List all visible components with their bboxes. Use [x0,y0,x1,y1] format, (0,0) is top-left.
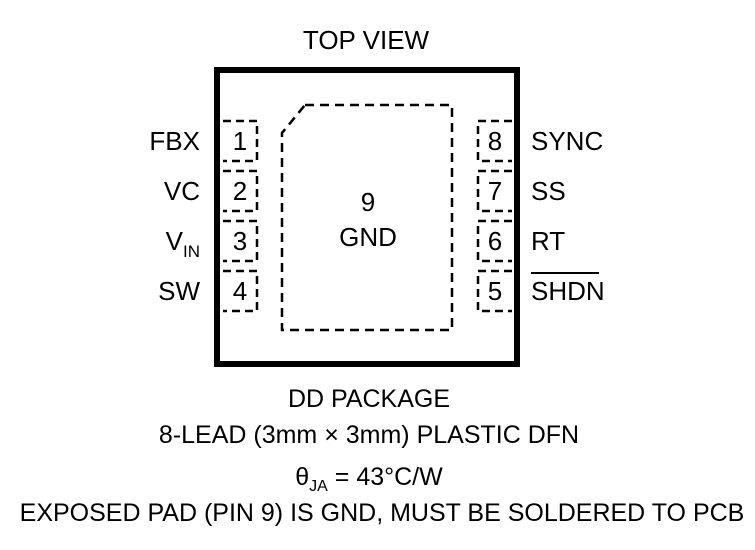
pin-4-pad [223,269,259,313]
pin-2-pad [223,169,259,213]
pin-5-pad [476,269,512,313]
exposed-pad-number: 9 [361,187,375,217]
pin-1-number: 1 [233,126,247,156]
pin-1-label: FBX [149,126,200,156]
pin-7-number: 7 [488,176,502,206]
exposed-pad-outline [280,103,454,332]
pin-8-number: 8 [488,126,502,156]
pin-4-number: 4 [233,276,247,306]
left-pins: 1 FBX 2 VC 3 VIN 4 SW [149,119,259,313]
pin-3-number: 3 [233,226,247,256]
exposed-pad-label: GND [339,222,397,252]
pin-2-number: 2 [233,176,247,206]
pin-2-label: VC [164,176,200,206]
package-name: DD PACKAGE [288,385,450,413]
pin-4-label: SW [158,276,200,306]
pin-6-pad [476,219,512,263]
pin-7-label: SS [531,176,566,206]
pin-6-number: 6 [488,226,502,256]
pin-3-pad [223,219,259,263]
pin-1-pad [223,119,259,163]
title: TOP VIEW [303,25,430,55]
right-pins: 8 SYNC 7 SS 6 RT 5 SHDN [476,119,605,313]
pin-5-number: 5 [488,276,502,306]
pin-8-label: SYNC [531,126,603,156]
package-description: 8-LEAD (3mm × 3mm) PLASTIC DFN [159,421,579,449]
exposed-pad-note: EXPOSED PAD (PIN 9) IS GND, MUST BE SOLD… [20,499,745,527]
package-body [214,67,520,367]
pin-8-pad [476,119,512,163]
pin-7-pad [476,169,512,213]
pin-6-label: RT [531,226,565,256]
pin-5-label: SHDN [531,276,605,306]
pin-3-label: VIN [166,226,200,261]
thermal-resistance: θJA = 43°C/W [295,463,443,495]
